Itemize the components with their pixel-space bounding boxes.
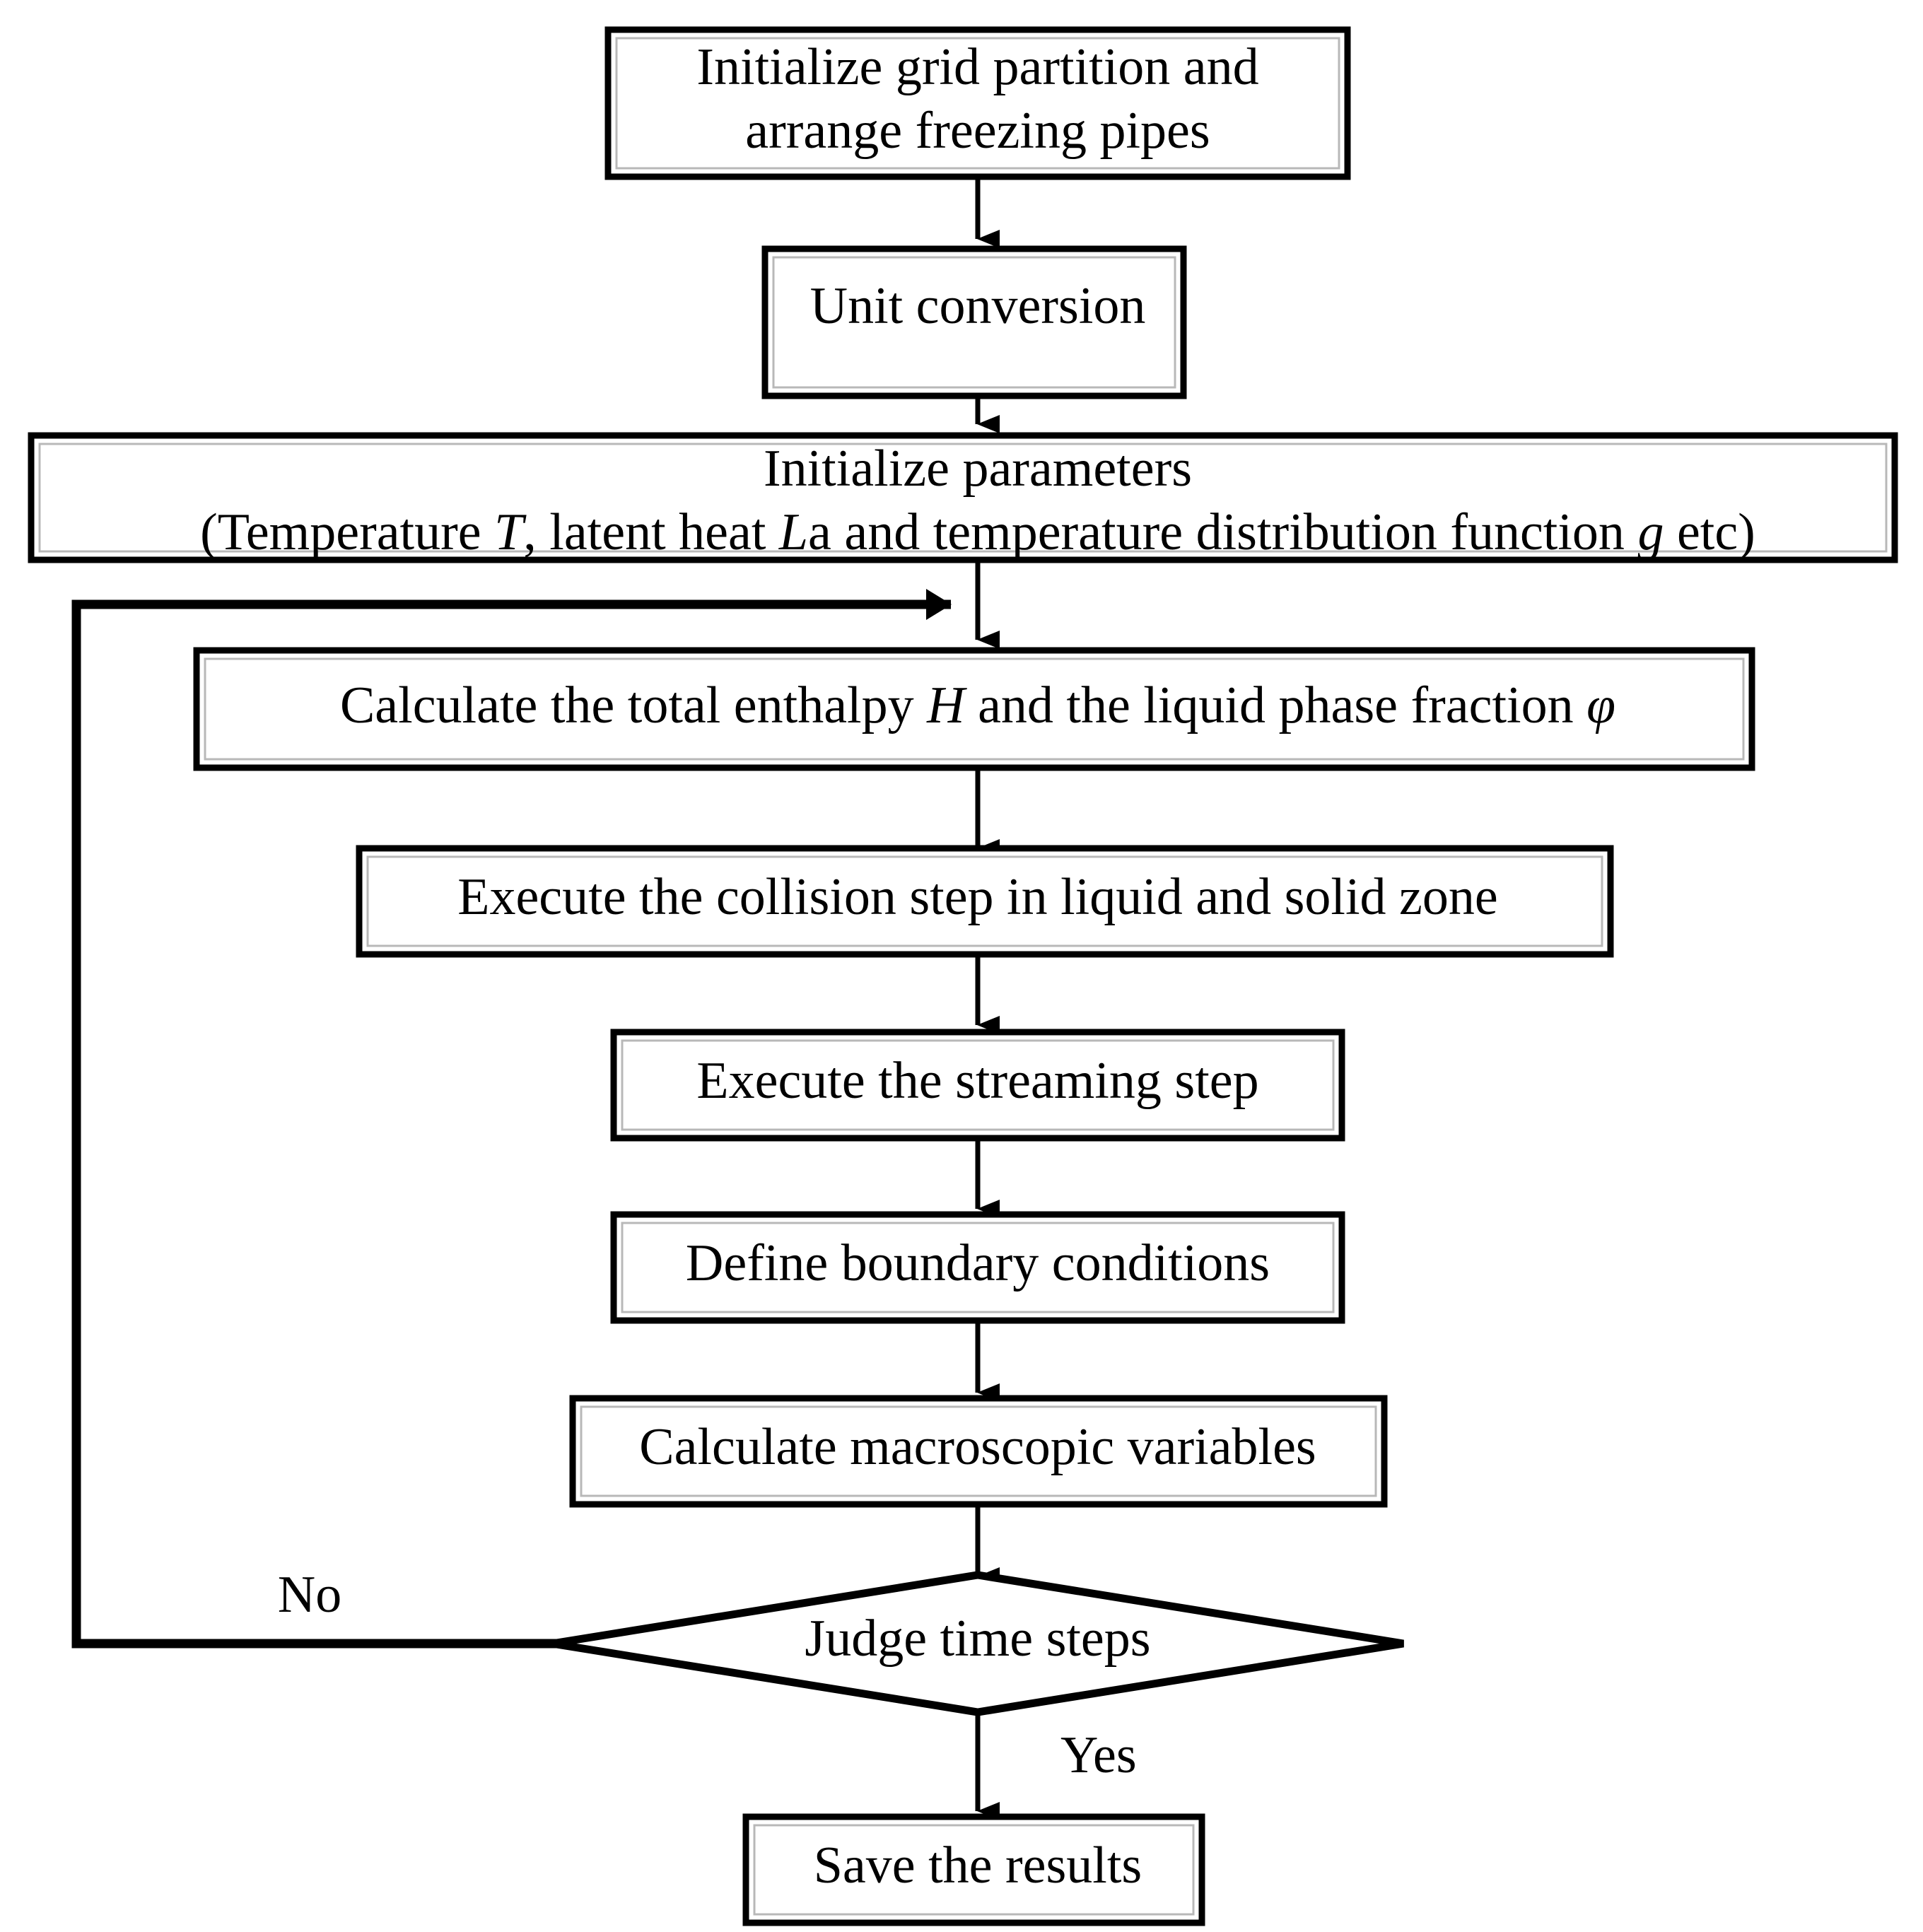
edge-no-feedback-loop [71,589,978,1649]
node-save-results-label: Save the results [814,1837,1142,1895]
node-boundary-conditions[interactable]: Define boundary conditions [610,1211,1345,1324]
init-params-mid2: a and temperature distribution function [808,503,1637,561]
node-collision-step-label: Execute the collision step in liquid and… [457,868,1497,926]
node-judge-time-steps[interactable]: Judge time steps [551,1571,1404,1716]
node-streaming-step-label: Execute the streaming step [696,1052,1258,1110]
init-params-var-g: g [1637,503,1664,561]
init-params-var-T: T [494,503,527,561]
init-params-prefix: (Temperature [200,503,494,561]
edge-label-no: No [278,1566,341,1624]
calc-enthalpy-var-H: H [926,677,967,734]
node-unit-conversion-label: Unit conversion [810,277,1146,335]
calc-enthalpy-prefix: Calculate the total enthalpy [340,677,927,734]
calc-enthalpy-mid1: and the liquid phase fraction [965,677,1587,734]
node-init-grid[interactable]: Initialize grid partition and arrange fr… [604,26,1351,180]
node-macroscopic-variables-label: Calculate macroscopic variables [639,1418,1316,1476]
node-unit-conversion[interactable]: Unit conversion [761,245,1187,399]
init-params-suffix: etc) [1664,503,1755,561]
node-init-grid-line1: Initialize grid partition and [696,38,1258,96]
init-params-var-L: L [778,503,808,561]
node-boundary-conditions-label: Define boundary conditions [686,1234,1270,1292]
init-params-mid1: , latent heat [523,503,779,561]
node-init-grid-line2: arrange freezing pipes [745,102,1210,160]
node-streaming-step[interactable]: Execute the streaming step [610,1029,1345,1142]
node-init-parameters-line2: (Temperature T, latent heat La and tempe… [200,503,1755,561]
node-calc-enthalpy[interactable]: Calculate the total enthalpy H and the l… [193,647,1755,771]
node-collision-step[interactable]: Execute the collision step in liquid and… [356,845,1614,958]
edge-label-yes: Yes [1060,1726,1137,1784]
node-init-parameters[interactable]: Initialize parameters (Temperature T, la… [28,432,1898,563]
node-judge-time-steps-label: Judge time steps [805,1610,1150,1668]
node-macroscopic-variables[interactable]: Calculate macroscopic variables [569,1395,1388,1508]
node-calc-enthalpy-label: Calculate the total enthalpy H and the l… [340,677,1615,734]
calc-enthalpy-var-phi: φ [1586,677,1615,734]
node-init-parameters-line1: Initialize parameters [764,440,1192,498]
node-save-results[interactable]: Save the results [742,1813,1205,1926]
